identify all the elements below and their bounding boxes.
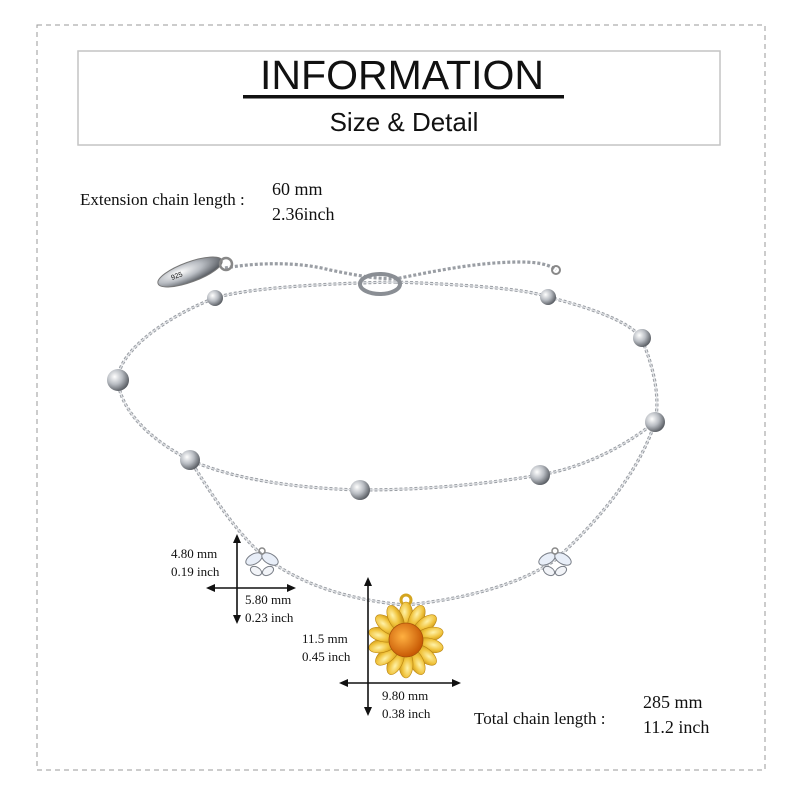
- header-title: INFORMATION: [260, 52, 544, 98]
- beads: [107, 289, 665, 500]
- bead: [540, 289, 556, 305]
- extension-label: Extension chain length :: [80, 190, 245, 209]
- chain-lower-strand: [188, 421, 657, 607]
- extension-chain: [224, 260, 558, 281]
- bracelet: 925: [107, 256, 665, 679]
- total-label: Total chain length :: [474, 709, 605, 728]
- sunflower-dimension-arrows: [339, 577, 461, 716]
- tag-stamp: 925: [170, 271, 183, 282]
- header-subtitle: Size & Detail: [330, 107, 479, 137]
- sunflower-height-mm: 11.5 mm: [302, 631, 348, 646]
- butterfly-dimension-arrows: [206, 534, 296, 624]
- outer-frame: [36, 24, 766, 771]
- lobster-clasp: [358, 265, 561, 296]
- tag-charm: 925: [157, 256, 234, 288]
- total-mm: 285 mm: [643, 692, 703, 712]
- bead: [207, 290, 223, 306]
- butterfly-height-inch: 0.19 inch: [171, 564, 220, 579]
- butterfly-charm-right: [538, 547, 572, 577]
- extension-mm: 60 mm: [272, 179, 323, 199]
- sunflower-width-inch: 0.38 inch: [382, 706, 431, 721]
- butterfly-height-mm: 4.80 mm: [171, 546, 217, 561]
- bead: [350, 480, 370, 500]
- total-inch: 11.2 inch: [643, 717, 709, 737]
- sunflower-height-inch: 0.45 inch: [302, 649, 351, 664]
- bead: [633, 329, 651, 347]
- butterfly-width-inch: 0.23 inch: [245, 610, 294, 625]
- sunflower-charm: [368, 593, 444, 679]
- title-underline: [243, 95, 564, 99]
- butterfly-charm-left: [245, 547, 279, 577]
- bead: [180, 450, 200, 470]
- sunflower-width-mm: 9.80 mm: [382, 688, 428, 703]
- bead: [107, 369, 129, 391]
- butterfly-width-mm: 5.80 mm: [245, 592, 291, 607]
- bead: [645, 412, 665, 432]
- bead: [530, 465, 550, 485]
- extension-inch: 2.36inch: [272, 204, 335, 224]
